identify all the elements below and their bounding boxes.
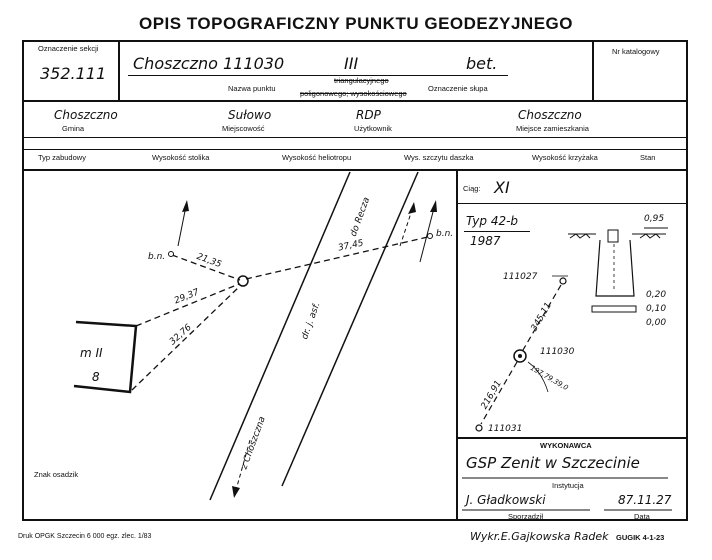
point-name-value: Choszczno 111030 (133, 54, 285, 73)
marker-label: Oznaczenie słupa (428, 84, 488, 93)
marker-dim-1: 0,20 (646, 290, 667, 300)
polygon-label: poligonowego; wysokościowego (300, 89, 407, 98)
gmina-value: Choszczno (54, 108, 118, 122)
catalog-label: Nr katalogowy (612, 47, 660, 56)
executor-top (456, 437, 688, 439)
traverse-label: Ciąg: (463, 184, 481, 193)
state-label: Stan (640, 153, 656, 162)
traverse-value: XI (494, 178, 510, 197)
catalog-divider (592, 40, 594, 100)
row3-bottom (22, 169, 688, 171)
point-111027: 111027 (503, 272, 538, 282)
executor-person: J. Gładkowski (466, 493, 546, 507)
beacon-top-height-label: Wys. szczytu daszka (404, 153, 474, 162)
triangulation-label: triangulacyjnego (334, 76, 389, 85)
bn-left-label: b.n. (148, 252, 166, 262)
form-author: Wykr.E.Gajkowska Radek (470, 530, 609, 543)
bn-right-label: b.n. (436, 229, 454, 239)
person-label: Sporządził (508, 512, 544, 521)
point-name-label: Nazwa punktu (228, 84, 276, 93)
marker-dim-3: 0,00 (646, 318, 667, 328)
building-type-label: Typ zabudowy (38, 153, 86, 162)
marker-type-underline (464, 231, 530, 232)
print-info: Druk OPGK Szczecin 6 000 egz. zlec. 1/83 (18, 533, 152, 540)
marker-type: Typ 42-b (466, 214, 519, 228)
marker-dim-2: 0,10 (646, 304, 667, 314)
heliotrope-height-label: Wysokość heliotropu (282, 153, 352, 162)
row3-top (22, 149, 688, 150)
marker-year: 1987 (470, 234, 501, 248)
right-panel-divider (456, 170, 458, 520)
section-value: 352.111 (40, 64, 107, 83)
executor-label: WYKONAWCA (540, 441, 592, 450)
residence-value: Choszczno (518, 108, 582, 122)
locality-value: Sułowo (228, 108, 272, 122)
section-divider (118, 40, 120, 100)
executor-date: 87.11.27 (618, 493, 672, 507)
date-label: Data (634, 512, 650, 521)
form-code: GUGIK 4-1-23 (616, 533, 665, 542)
marker-value: bet. (466, 54, 498, 73)
building-label: m II (80, 346, 103, 360)
form-border-top (22, 40, 688, 42)
locality-label: Miejscowość (222, 124, 265, 133)
form-border-left (22, 40, 24, 520)
form-border-bottom (22, 519, 688, 521)
point-name-underline (128, 75, 508, 76)
user-label: Użytkownik (354, 124, 392, 133)
point-111030: 111030 (540, 347, 575, 357)
executor-name: GSP Zenit w Szczecinie (466, 454, 640, 472)
sign-label: Znak osadzik (34, 470, 79, 479)
residence-label: Miejsce zamieszkania (516, 124, 589, 133)
traverse-bottom (456, 203, 688, 204)
cross-height-label: Wysokość krzyżaka (532, 153, 598, 162)
form-border-right (686, 40, 688, 520)
marker-dim-top: 0,95 (644, 214, 665, 224)
user-value: RDP (356, 108, 381, 122)
page-title: OPIS TOPOGRAFICZNY PUNKTU GEODEZYJNEGO (139, 14, 573, 33)
row2-bottom (22, 137, 688, 138)
order-value: III (344, 54, 359, 73)
section-label: Oznaczenie sekcji (38, 44, 99, 53)
point-111031: 111031 (488, 424, 523, 434)
gmina-label: Gmina (62, 124, 85, 133)
building-number: 8 (92, 370, 100, 384)
header-row-bottom (22, 100, 688, 102)
table-height-label: Wysokość stolika (152, 153, 210, 162)
institution-label: Instytucja (552, 481, 584, 490)
